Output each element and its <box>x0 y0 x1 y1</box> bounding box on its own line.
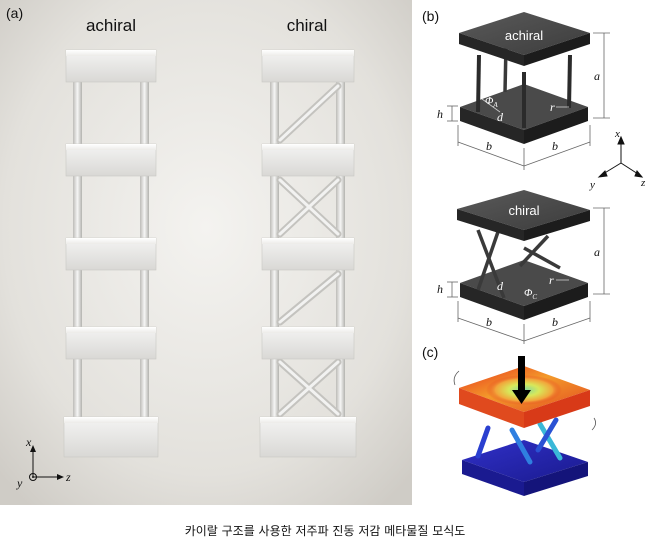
chiral-model-title: chiral <box>508 203 539 218</box>
achiral-dim-d: d <box>497 110 504 124</box>
chiral-dim-r: r <box>549 273 554 287</box>
panel-b-c: (b) achiral a h <box>422 8 646 496</box>
axis-triad-a: x y z <box>16 435 71 490</box>
axis-b-x-label: x <box>614 128 620 140</box>
panel-a-photo: (a) achiral chiral x y z <box>0 0 412 505</box>
chiral-dim-b2: b <box>552 315 558 329</box>
figure-caption: 카이랄 구조를 사용한 저주파 진동 저감 메타물질 모식도 <box>184 524 466 538</box>
chiral-column <box>259 49 357 458</box>
axis-b-z-label: z <box>640 177 646 189</box>
achiral-dim-a: a <box>594 69 600 83</box>
chiral-model: chiral a h b b d ΦC r <box>437 190 610 344</box>
achiral-model-title: achiral <box>505 28 543 43</box>
achiral-dim-r: r <box>550 100 555 114</box>
achiral-model: achiral a h b b d ΦA r <box>437 12 610 170</box>
photo-render: (a) achiral chiral x y z <box>0 0 412 505</box>
panel-label-c: (c) <box>422 344 438 360</box>
chiral-dim-h: h <box>437 282 443 296</box>
panel-label-a: (a) <box>6 5 23 21</box>
axis-a-y-label: y <box>16 476 23 490</box>
achiral-phi: ΦA <box>485 95 498 109</box>
achiral-dim-h: h <box>437 107 443 121</box>
axis-a-x-label: x <box>25 435 32 449</box>
axis-b-y-label: y <box>589 179 595 191</box>
panel-label-b: (b) <box>422 8 439 24</box>
axis-a-z-label: z <box>65 470 71 484</box>
achiral-photo-title: achiral <box>86 16 136 35</box>
axis-triad-b <box>597 135 644 178</box>
achiral-dim-b2: b <box>552 139 558 153</box>
chiral-photo-title: chiral <box>287 16 328 35</box>
chiral-phi: ΦC <box>524 287 537 301</box>
simulation-model <box>453 356 596 496</box>
chiral-dim-d: d <box>497 279 504 293</box>
achiral-dim-b1: b <box>486 139 492 153</box>
achiral-column <box>63 49 159 458</box>
chiral-dim-a: a <box>594 245 600 259</box>
chiral-dim-b1: b <box>486 315 492 329</box>
